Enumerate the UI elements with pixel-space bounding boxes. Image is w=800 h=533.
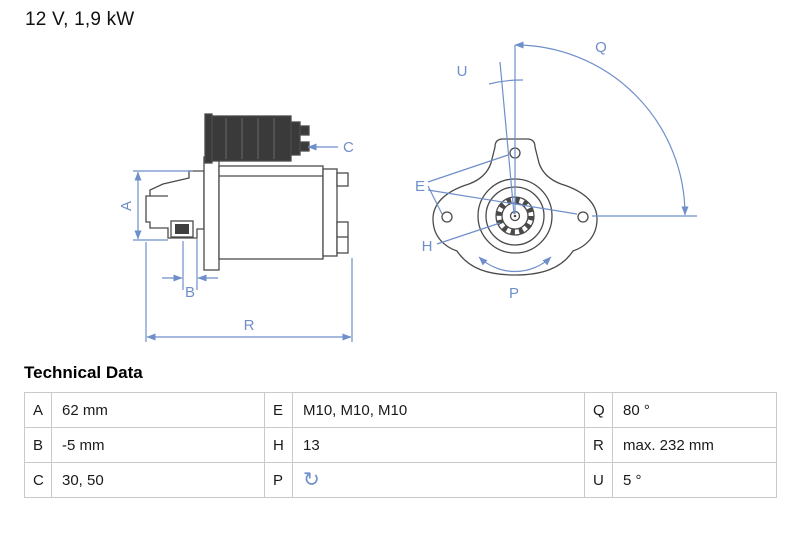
dim-label-u: U [457,63,468,80]
side-view [145,113,349,271]
end-cap [322,168,338,257]
mounting-plate [203,156,220,271]
dim-label-p: P [509,285,519,302]
p-rotation-arc [478,256,552,273]
table-row: C 30, 50 P ↻ U 5 ° [24,462,777,498]
spec-value-b: -5 mm [51,427,265,463]
spec-value-u: 5 ° [612,462,777,498]
tilt-reference-line [499,61,515,215]
terminal-stud-icon [299,125,310,136]
table-row: B -5 mm H 13 R max. 232 mm [24,427,777,463]
dim-label-r: R [244,317,255,334]
technical-data-table: A 62 mm E M10, M10, M10 Q 80 ° B -5 mm H… [24,392,777,498]
page-title: 12 V, 1,9 kW [25,9,135,30]
spec-label-r: R [584,427,613,463]
spec-label-e: E [264,392,293,428]
e-leader-right [427,189,578,215]
spec-label-b: B [24,427,52,463]
front-view-labels: U Q E H P [415,39,607,302]
e-leader-top [427,154,509,183]
spline-teeth [496,197,534,235]
side-view-dimensions [133,143,353,342]
dim-label-h: H [422,238,433,255]
table-row: A 62 mm E M10, M10, M10 Q 80 ° [24,392,777,428]
solenoid [204,113,310,164]
dim-label-a: A [118,201,135,211]
spec-value-h: 13 [292,427,585,463]
terminal-stud-icon [299,141,310,152]
dim-label-c: C [343,139,354,156]
technical-data-heading: Technical Data [24,363,143,382]
spec-label-c: C [24,462,52,498]
spec-value-c: 30, 50 [51,462,265,498]
u-angle-arc [488,79,524,85]
spec-value-r: max. 232 mm [612,427,777,463]
rotation-direction-icon: ↻ [303,469,320,491]
mounting-hole-left [441,211,453,223]
spec-value-q: 80 ° [612,392,777,428]
technical-drawing: A B C R U Q E H [118,39,697,342]
h-leader [436,222,501,245]
technical-data-section: Technical Data A 62 mm E M10, M10, M10 Q… [0,363,800,498]
spec-value-p: ↻ [292,462,585,498]
dim-label-b: B [185,284,195,301]
spec-value-a: 62 mm [51,392,265,428]
pinion-bracket-detail [175,224,189,234]
front-view-dimensions [427,41,697,273]
spec-label-a: A [24,392,52,428]
spec-label-q: Q [584,392,613,428]
dim-label-e: E [415,178,425,195]
spec-label-h: H [264,427,293,463]
spec-label-p: P [264,462,293,498]
side-view-labels: A B C R [118,139,354,334]
spec-value-e: M10, M10, M10 [292,392,585,428]
spec-label-u: U [584,462,613,498]
q-angle-arc [514,41,689,216]
mounting-hole-right [577,211,589,223]
dim-label-q: Q [595,39,607,56]
terminal-tab-top [336,172,349,187]
motor-body [218,165,324,260]
